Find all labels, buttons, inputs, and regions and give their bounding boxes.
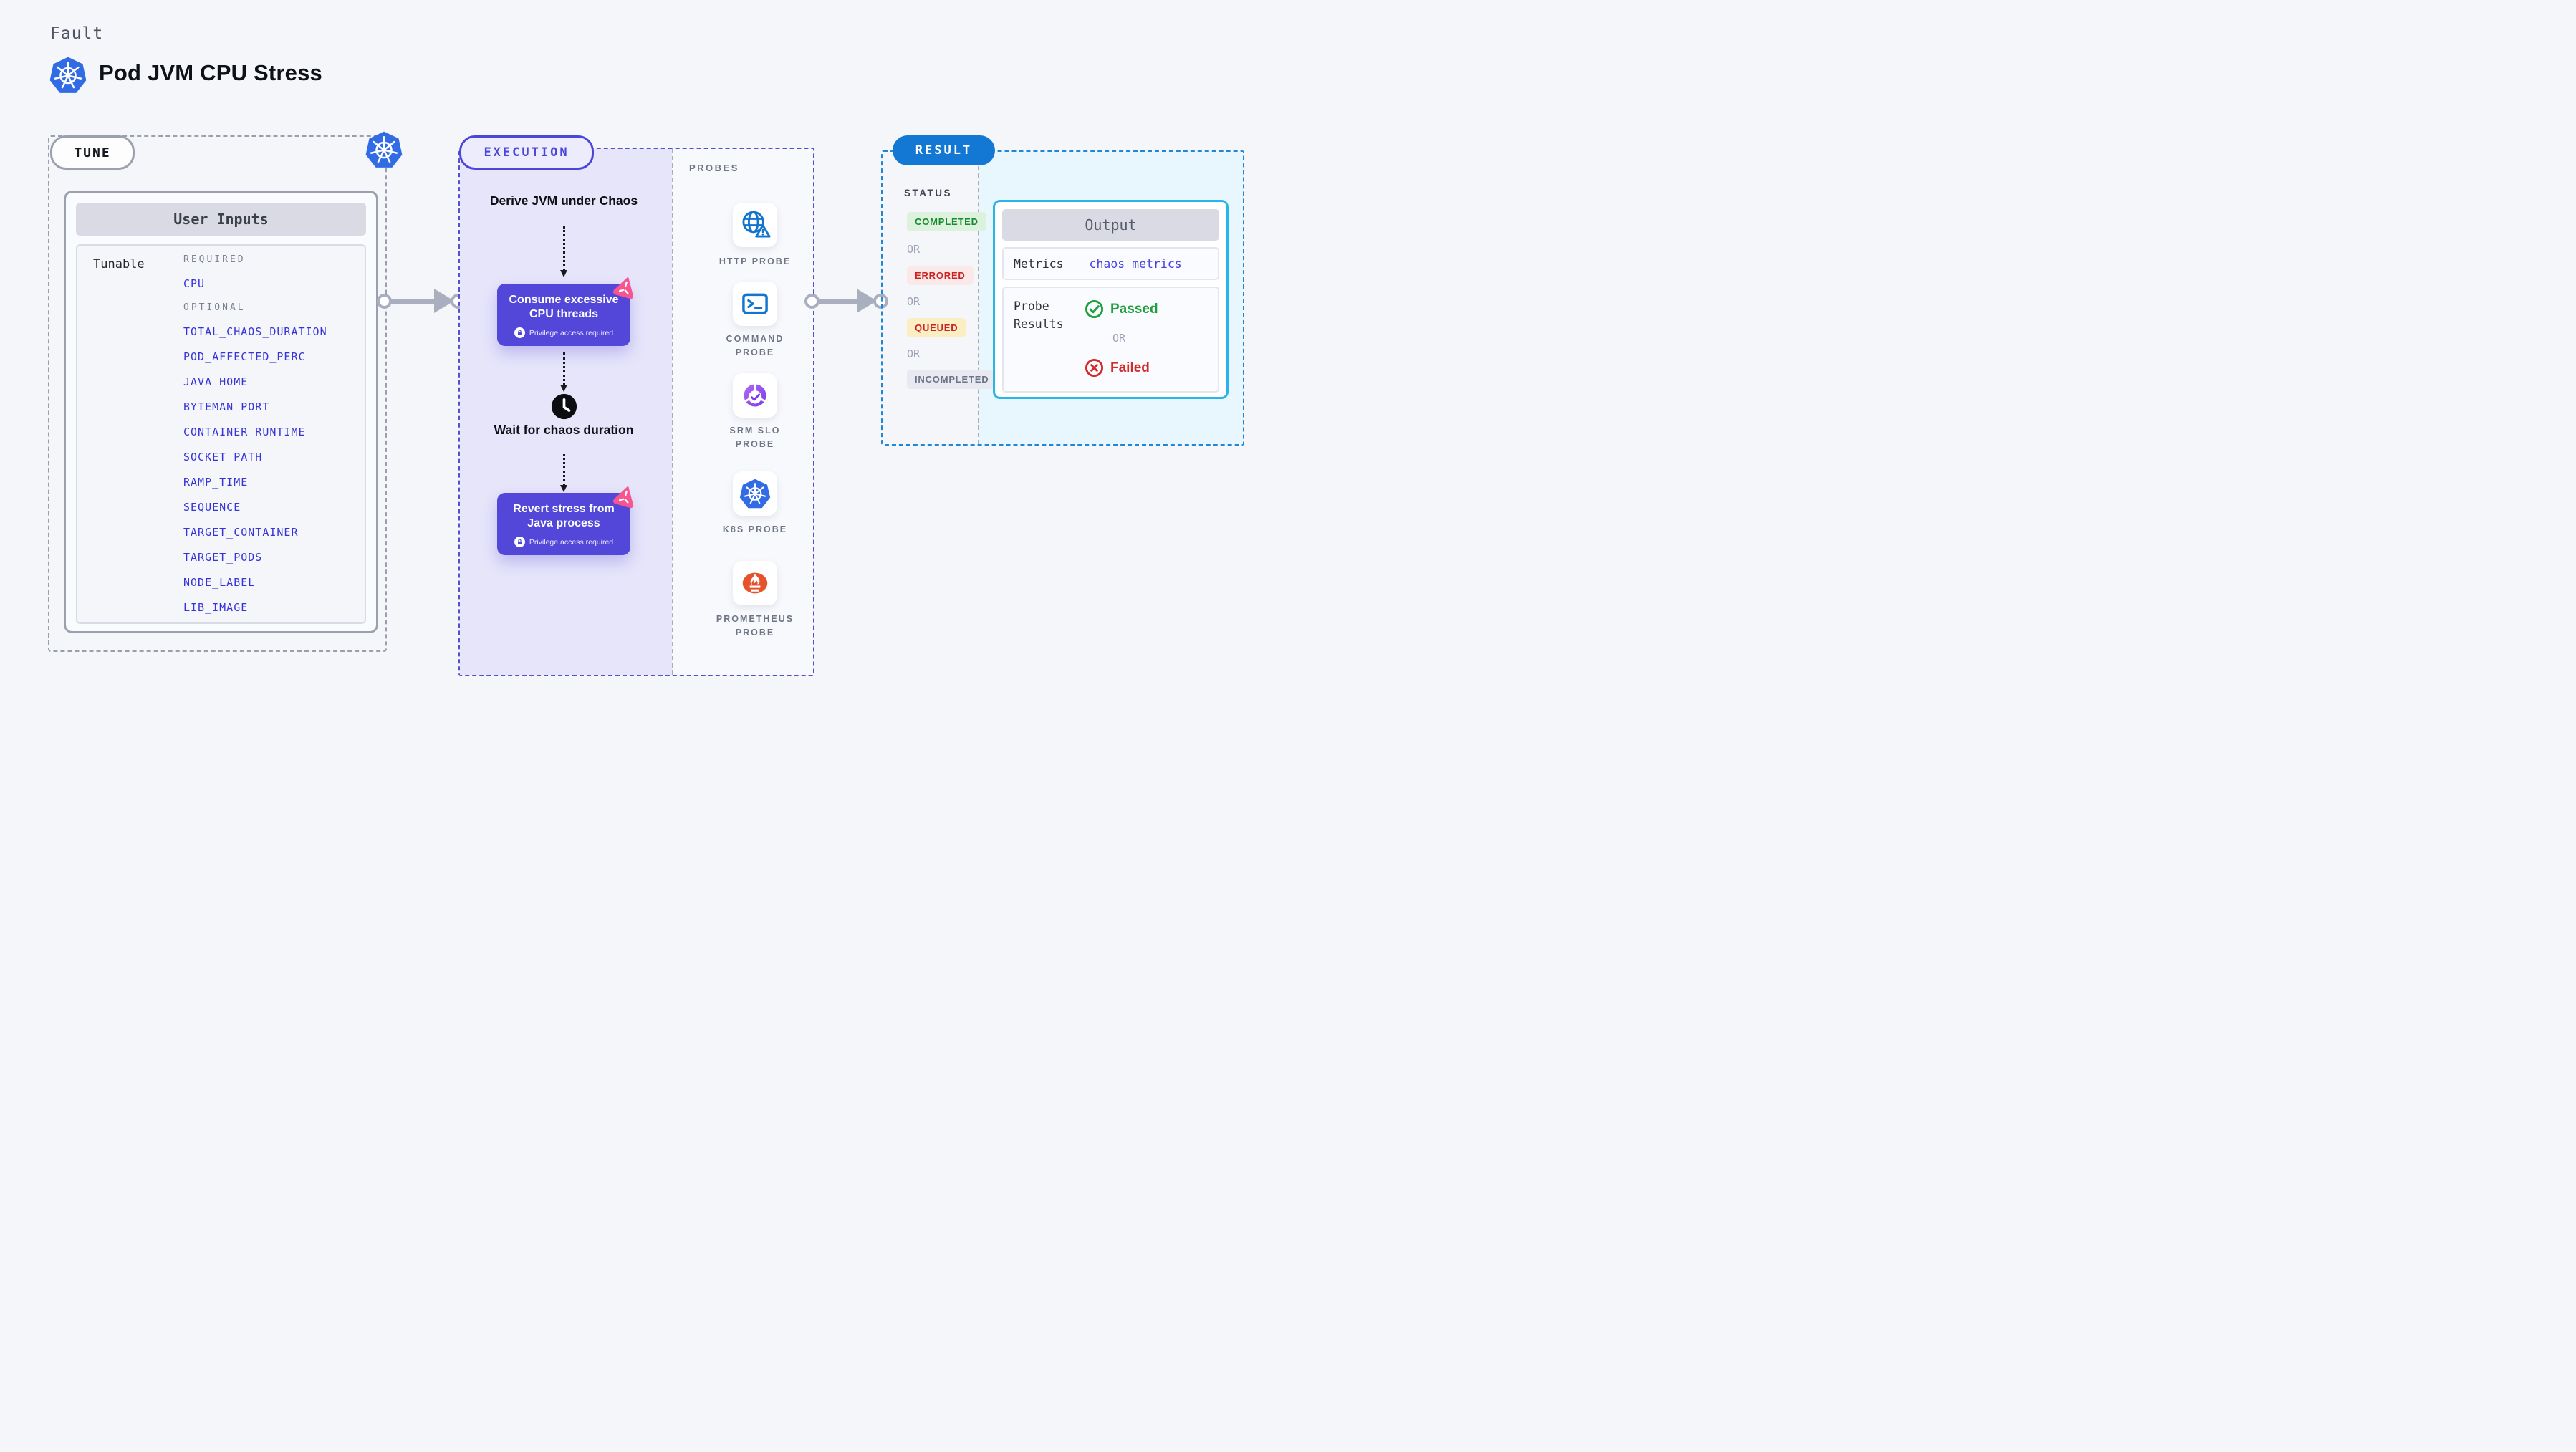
step-consume-card: Consume excessive CPU threads Privilege …	[497, 277, 633, 346]
status-chip-incompleted: INCOMPLETED	[907, 370, 997, 389]
param-item: JAVA_HOME	[183, 375, 249, 388]
passed-label: Passed	[1110, 301, 1158, 317]
param-column: REQUIRED CPU OPTIONAL TOTAL_CHAOS_DURATI…	[183, 254, 327, 614]
globe-alert-icon	[739, 208, 772, 241]
param-item: TOTAL_CHAOS_DURATION	[183, 325, 327, 338]
param-item: RAMP_TIME	[183, 476, 249, 489]
fault-kicker: Fault	[50, 24, 104, 43]
optional-label: OPTIONAL	[183, 302, 246, 313]
metrics-row: Metrics chaos metrics	[1002, 247, 1219, 280]
chaos-pink-icon	[612, 274, 638, 299]
status-chip-queued: QUEUED	[907, 318, 966, 337]
lock-icon	[514, 327, 525, 338]
probe-label: PROMETHEUS PROBE	[716, 614, 794, 638]
privilege-note: Privilege access required	[529, 328, 614, 337]
arrow-shaft	[817, 298, 860, 304]
execution-badge: EXECUTION	[459, 135, 594, 170]
page-title: Pod JVM CPU Stress	[99, 60, 322, 85]
fault-diagram-canvas: Fault Pod JVM CPU Stress TUNE	[0, 0, 1288, 726]
probe-results-row: Probe Results Passed OR F	[1002, 287, 1219, 393]
privilege-note: Privilege access required	[529, 537, 614, 547]
metrics-label: Metrics	[1014, 256, 1064, 271]
param-item: BYTEMAN_PORT	[183, 400, 270, 413]
probe-results-label: Probe Results	[1014, 299, 1064, 331]
status-chip-completed: COMPLETED	[907, 212, 986, 231]
probe-label: COMMAND PROBE	[726, 334, 784, 358]
param-item: CPU	[183, 277, 206, 290]
failed-x-icon	[1085, 358, 1104, 378]
output-card: Output Metrics chaos metrics Probe Resul…	[993, 200, 1229, 399]
kubernetes-icon	[365, 130, 403, 170]
panel-title: User Inputs	[76, 203, 366, 236]
step-revert-title: Revert stress from Java process	[513, 503, 615, 529]
step-revert-card: Revert stress from Java process Privileg…	[497, 486, 633, 555]
metrics-value: chaos metrics	[1089, 256, 1182, 271]
probe-tile-srm-slo	[733, 373, 777, 418]
flow-arrow-down	[560, 226, 567, 277]
flow-arrow-down	[560, 352, 567, 392]
or-label: OR	[1112, 332, 1126, 345]
tunable-label: Tunable	[93, 257, 145, 271]
status-label: STATUS	[904, 188, 952, 198]
probe-label: HTTP PROBE	[719, 256, 792, 266]
param-item: LIB_IMAGE	[183, 601, 249, 614]
step-derive-title: Derive JVM under Chaos	[489, 193, 638, 208]
flow-arrow-down	[560, 454, 567, 492]
slo-donut-icon	[739, 379, 772, 412]
probe-tile-command	[733, 282, 777, 326]
prometheus-flame-icon	[739, 567, 772, 600]
output-header: Output	[1002, 209, 1219, 241]
tune-region	[48, 135, 387, 652]
param-item: SOCKET_PATH	[183, 451, 263, 463]
param-item: TARGET_PODS	[183, 551, 263, 564]
passed-check-icon	[1085, 299, 1104, 319]
arrow-shaft	[390, 298, 437, 304]
param-item: NODE_LABEL	[183, 576, 256, 589]
chaos-pink-icon	[612, 483, 638, 509]
result-badge: RESULT	[893, 135, 995, 165]
failed-label: Failed	[1110, 360, 1150, 375]
step-consume-title: Consume excessive CPU threads	[509, 294, 619, 320]
kubernetes-icon	[49, 56, 87, 96]
terminal-icon	[739, 287, 772, 320]
tune-badge: TUNE	[50, 135, 135, 170]
lock-icon	[514, 537, 525, 547]
probe-label: SRM SLO PROBE	[729, 425, 781, 450]
param-item: TARGET_CONTAINER	[183, 526, 299, 539]
tunables-list: Tunable REQUIRED CPU OPTIONAL TOTAL_CHAO…	[76, 244, 366, 624]
kubernetes-icon	[739, 477, 772, 510]
probe-tile-k8s	[733, 471, 777, 516]
connector-dot	[873, 294, 888, 309]
or-label: OR	[907, 295, 921, 308]
connector-dot	[804, 294, 820, 309]
result-divider	[978, 152, 979, 444]
probes-divider	[672, 149, 673, 675]
or-label: OR	[907, 347, 921, 360]
clock-icon	[551, 393, 577, 420]
required-label: REQUIRED	[183, 254, 246, 265]
probe-label: K8S PROBE	[722, 524, 788, 534]
or-label: OR	[907, 243, 921, 256]
probe-tile-http	[733, 203, 777, 247]
user-inputs-panel: User Inputs Tunable REQUIRED CPU OPTIONA…	[64, 191, 378, 633]
status-chip-errored: ERRORED	[907, 266, 974, 285]
param-item: CONTAINER_RUNTIME	[183, 425, 306, 438]
step-wait-title: Wait for chaos duration	[494, 423, 634, 437]
connector-dot	[377, 294, 392, 309]
probes-section-label: PROBES	[689, 163, 739, 173]
probe-tile-prometheus	[733, 561, 777, 605]
param-item: POD_AFFECTED_PERC	[183, 350, 306, 363]
param-item: SEQUENCE	[183, 501, 241, 514]
